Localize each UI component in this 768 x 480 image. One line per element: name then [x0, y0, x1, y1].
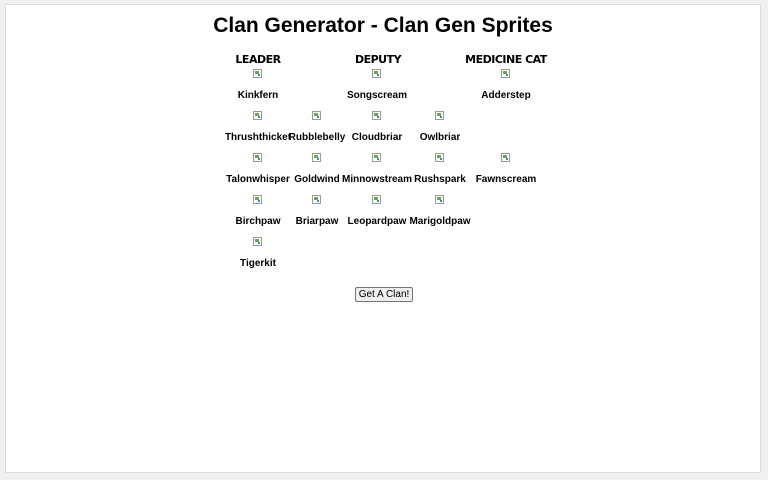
cat-name: Adderstep: [481, 90, 531, 101]
broken-image-icon: [435, 153, 444, 162]
cat-warrior: Talonwhisper: [222, 153, 294, 193]
cat-kit: Tigerkit: [222, 237, 294, 277]
broken-image-icon: [372, 69, 381, 78]
page-title: Clan Generator - Clan Gen Sprites: [213, 14, 553, 37]
broken-image-icon: [501, 153, 510, 162]
broken-image-icon: [372, 195, 381, 204]
cat-warrior: Cloudbriar: [341, 111, 413, 151]
broken-image-icon: [253, 153, 262, 162]
cat-name: Rushspark: [414, 174, 466, 185]
cat-leader: Kinkfern: [222, 69, 294, 109]
cat-name: Kinkfern: [237, 90, 279, 101]
cat-name: Fawnscream: [475, 174, 537, 185]
cat-warrior: Owlbriar: [404, 111, 476, 151]
cat-name: Marigoldpaw: [409, 216, 471, 227]
cat-apprentice: Marigoldpaw: [404, 195, 476, 235]
broken-image-icon: [253, 111, 262, 120]
role-header-medicine-cat: MEDICINE CAT: [465, 53, 547, 66]
broken-image-icon: [312, 111, 321, 120]
cat-warrior: Rubblebelly: [281, 111, 353, 151]
cat-warrior: Thrushthicket: [222, 111, 294, 151]
cat-warrior: Fawnscream: [470, 153, 542, 193]
broken-image-icon: [501, 69, 510, 78]
broken-image-icon: [372, 111, 381, 120]
cat-apprentice: Leopardpaw: [341, 195, 413, 235]
cat-name: Birchpaw: [235, 216, 281, 227]
cat-warrior: Rushspark: [404, 153, 476, 193]
broken-image-icon: [312, 153, 321, 162]
broken-image-icon: [253, 69, 262, 78]
cat-apprentice: Briarpaw: [281, 195, 353, 235]
cat-warrior: Minnowstream: [341, 153, 413, 193]
cat-medicine-cat: Adderstep: [470, 69, 542, 109]
cat-name: Leopardpaw: [347, 216, 407, 227]
role-header-leader: LEADER: [235, 53, 281, 66]
cat-deputy: Songscream: [341, 69, 413, 109]
broken-image-icon: [253, 195, 262, 204]
role-header-deputy: DEPUTY: [354, 53, 402, 66]
cat-name: Thrushthicket: [224, 132, 292, 143]
cat-name: Talonwhisper: [226, 174, 290, 185]
get-a-clan-button[interactable]: Get A Clan!: [355, 287, 413, 302]
cat-name: Goldwind: [294, 174, 340, 185]
page-container: [5, 4, 761, 473]
broken-image-icon: [435, 111, 444, 120]
cat-name: Briarpaw: [295, 216, 339, 227]
cat-warrior: Goldwind: [281, 153, 353, 193]
broken-image-icon: [435, 195, 444, 204]
cat-name: Minnowstream: [341, 174, 412, 185]
cat-name: Songscream: [346, 90, 408, 101]
broken-image-icon: [253, 237, 262, 246]
cat-name: Cloudbriar: [351, 132, 403, 143]
broken-image-icon: [312, 195, 321, 204]
broken-image-icon: [372, 153, 381, 162]
cat-name: Owlbriar: [419, 132, 461, 143]
cat-name: Tigerkit: [240, 258, 276, 269]
cat-name: Rubblebelly: [288, 132, 346, 143]
cat-apprentice: Birchpaw: [222, 195, 294, 235]
